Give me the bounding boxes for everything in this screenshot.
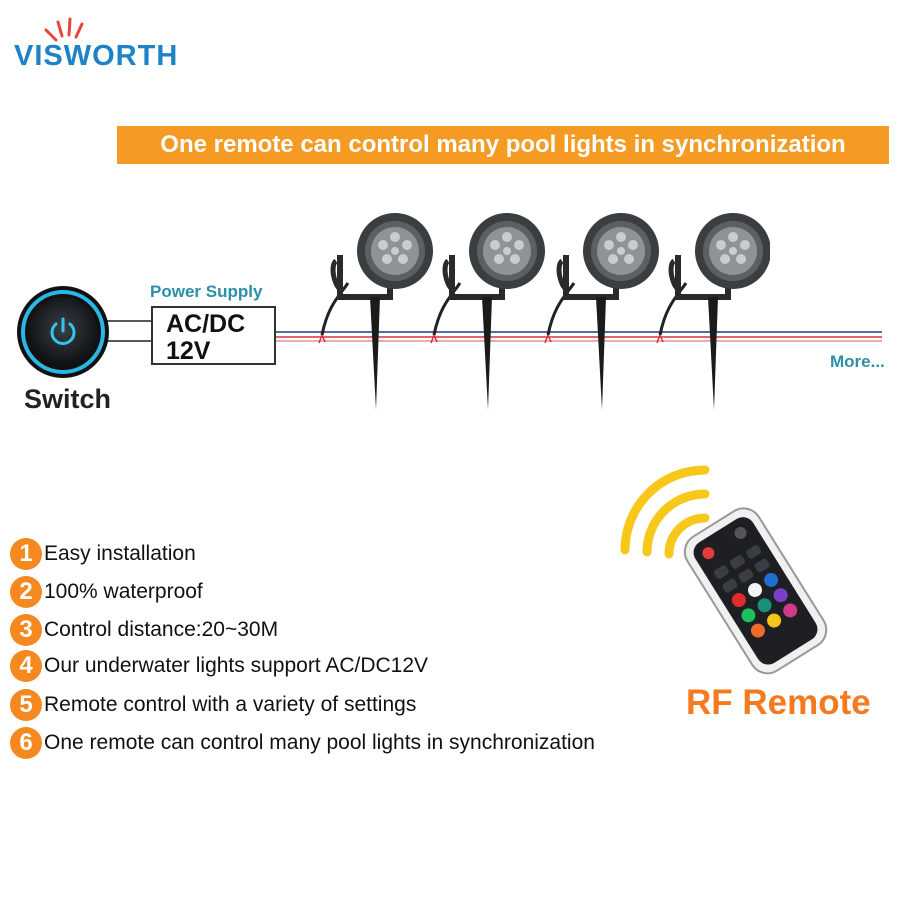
feature-item: 5 Remote control with a variety of setti… [10,688,416,722]
feature-number: 3 [10,614,42,646]
feature-text: Our underwater lights support AC/DC12V [44,654,429,677]
rf-remote-illustration [620,465,828,675]
power-switch[interactable] [16,285,110,379]
power-supply-box: AC/DC 12V [151,306,276,365]
feature-item: 4 Our underwater lights support AC/DC12V [10,649,428,683]
power-supply-line2: 12V [166,337,211,365]
power-supply-line1: AC/DC [166,310,246,338]
remote-control-icon [683,507,828,675]
feature-text: One remote can control many pool lights … [44,731,595,754]
feature-number: 1 [10,538,42,570]
headline-banner: One remote can control many pool lights … [117,126,889,164]
feature-item: 6 One remote can control many pool light… [10,726,595,760]
rf-remote-label: RF Remote [686,683,871,722]
feature-text: Control distance:20~30M [44,618,279,641]
switch-label: Switch [24,384,112,414]
logo-text: VISWORTH [14,40,179,72]
feature-item: 2 100% waterproof [10,575,203,609]
feature-text: Easy installation [44,542,196,565]
feature-number: 5 [10,689,42,721]
signal-waves-icon [620,465,710,559]
feature-number: 4 [10,650,42,682]
power-icon [50,317,76,345]
feature-number: 2 [10,576,42,608]
feature-text: 100% waterproof [44,580,203,603]
feature-number: 6 [10,727,42,759]
more-label: More... [830,352,885,371]
feature-item: 1 Easy installation [10,537,196,571]
brand-logo: VISWORTH [14,14,214,72]
feature-item: 3 Control distance:20~30M [10,613,278,647]
feature-text: Remote control with a variety of setting… [44,693,417,716]
spotlight-group [300,205,770,415]
power-supply-label: Power Supply [150,282,263,301]
sun-rays-icon [44,17,84,42]
